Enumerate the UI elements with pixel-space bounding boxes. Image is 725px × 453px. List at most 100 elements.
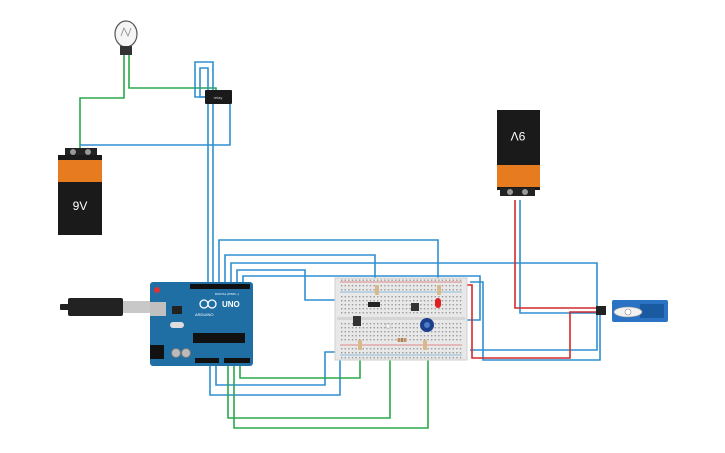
light-bulb[interactable]	[114, 20, 138, 55]
wire-bb-servo-blue[interactable]	[470, 281, 601, 361]
photoresistor[interactable]	[385, 323, 391, 329]
battery-left[interactable]: 9V	[58, 148, 102, 235]
arduino-power-header[interactable]	[195, 358, 219, 363]
breadboard-hole	[348, 352, 350, 354]
arduino-analog-header[interactable]	[224, 358, 250, 363]
breadboard-hole	[391, 357, 393, 359]
breadboard-hole	[391, 327, 393, 329]
breadboard-hole	[377, 327, 379, 329]
arduino-uno[interactable]: ARDUINO UNO DIGITAL (PWM ~)	[150, 282, 253, 366]
breadboard-hole	[369, 339, 372, 341]
breadboard-hole	[380, 331, 382, 333]
breadboard-hole	[377, 308, 379, 310]
breadboard-hole	[452, 352, 454, 354]
breadboard-hole	[391, 312, 393, 314]
breadboard-hole	[449, 348, 451, 350]
breadboard-hole	[416, 357, 418, 359]
breadboard-hole	[427, 312, 429, 314]
breadboard-hole	[359, 335, 361, 337]
wire-bottom-green-3[interactable]	[239, 345, 361, 379]
breadboard-hole	[384, 308, 386, 310]
breadboard-hole	[395, 348, 397, 350]
temperature-sensor[interactable]	[353, 316, 361, 326]
breadboard-hole	[449, 335, 451, 337]
breadboard-hole	[402, 304, 404, 306]
wire-battery-relay[interactable]	[80, 100, 231, 146]
breadboard-hole	[362, 304, 364, 306]
wire-relay-arduino-1[interactable]	[194, 61, 214, 283]
usb-cable[interactable]	[60, 298, 153, 316]
potentiometer[interactable]	[420, 318, 434, 332]
breadboard-hole	[459, 348, 462, 350]
breadboard-hole	[359, 296, 361, 298]
resistor-2[interactable]	[358, 340, 362, 350]
breadboard-hole	[373, 300, 375, 302]
breadboard-hole	[369, 296, 372, 298]
breadboard-hole	[341, 335, 343, 337]
breadboard-hole	[380, 357, 382, 359]
breadboard-hole	[348, 331, 350, 333]
breadboard-hole	[391, 323, 393, 325]
breadboard-hole	[409, 279, 411, 281]
breadboard-hole	[409, 327, 411, 329]
breadboard-hole	[398, 331, 400, 333]
wire-d-to-bb-1[interactable]	[218, 239, 439, 300]
wire-bulb-battery[interactable]	[79, 55, 125, 150]
wire-battery-servo-red[interactable]	[514, 200, 600, 309]
wire-d-to-bb-3[interactable]	[230, 262, 598, 351]
wire-d-to-bb-2[interactable]	[224, 254, 376, 290]
push-button[interactable]	[411, 303, 419, 311]
battery-left-label: 9V	[73, 199, 88, 213]
breadboard-hole	[438, 312, 440, 314]
breadboard-hole	[359, 285, 361, 287]
breadboard-hole	[441, 339, 444, 341]
usb-cable-body	[68, 298, 123, 316]
wire-bb-servo-blue-2[interactable]	[519, 200, 597, 314]
wires	[79, 55, 601, 429]
breadboard-hole	[416, 327, 418, 329]
breadboard-hole	[387, 339, 390, 341]
breadboard-hole	[427, 285, 429, 287]
wire-relay-arduino-2[interactable]	[199, 67, 210, 283]
breadboard-hole	[384, 357, 386, 359]
breadboard-hole	[366, 331, 368, 333]
breadboard-hole	[459, 352, 462, 354]
resistor-3[interactable]	[423, 340, 427, 350]
breadboard-hole	[373, 323, 375, 325]
breadboard-hole	[445, 348, 447, 350]
arduino-reset-button[interactable]	[154, 287, 160, 293]
breadboard-hole	[391, 331, 393, 333]
arduino-digital-header[interactable]	[190, 284, 250, 289]
breadboard-hole	[441, 335, 444, 337]
wire-bottom-blue-1[interactable]	[209, 350, 341, 396]
breadboard-hole	[387, 296, 390, 298]
breadboard-hole	[355, 357, 357, 359]
wire-bb-servo-red[interactable]	[460, 284, 598, 359]
breadboard-hole	[366, 352, 368, 354]
wire-bottom-green-1[interactable]	[227, 345, 391, 419]
breadboard-hole	[423, 335, 426, 337]
breadboard-hole	[456, 285, 458, 287]
breadboard-hole	[341, 279, 343, 281]
bulb-glass-icon	[114, 20, 138, 48]
breadboard-hole	[420, 296, 422, 298]
breadboard-hole	[355, 308, 357, 310]
breadboard-hole	[427, 308, 429, 310]
relay[interactable]: relay	[205, 90, 232, 104]
battery-right[interactable]: 9V	[497, 110, 540, 196]
arduino-capacitor-2	[181, 348, 191, 358]
resistor-5[interactable]	[437, 285, 441, 295]
resistor-4[interactable]	[375, 285, 379, 295]
breadboard-hole	[434, 339, 436, 341]
transistor[interactable]	[368, 302, 380, 307]
resistor-1[interactable]	[397, 338, 407, 342]
wire-bulb-relay[interactable]	[128, 55, 217, 95]
breadboard-hole	[445, 323, 447, 325]
breadboard-hole	[434, 327, 436, 329]
red-led[interactable]	[435, 298, 441, 308]
servo-motor[interactable]	[596, 300, 668, 322]
breadboard-hole	[449, 308, 451, 310]
wire-bottom-green-2[interactable]	[233, 345, 429, 429]
breadboard-hole	[459, 335, 462, 337]
